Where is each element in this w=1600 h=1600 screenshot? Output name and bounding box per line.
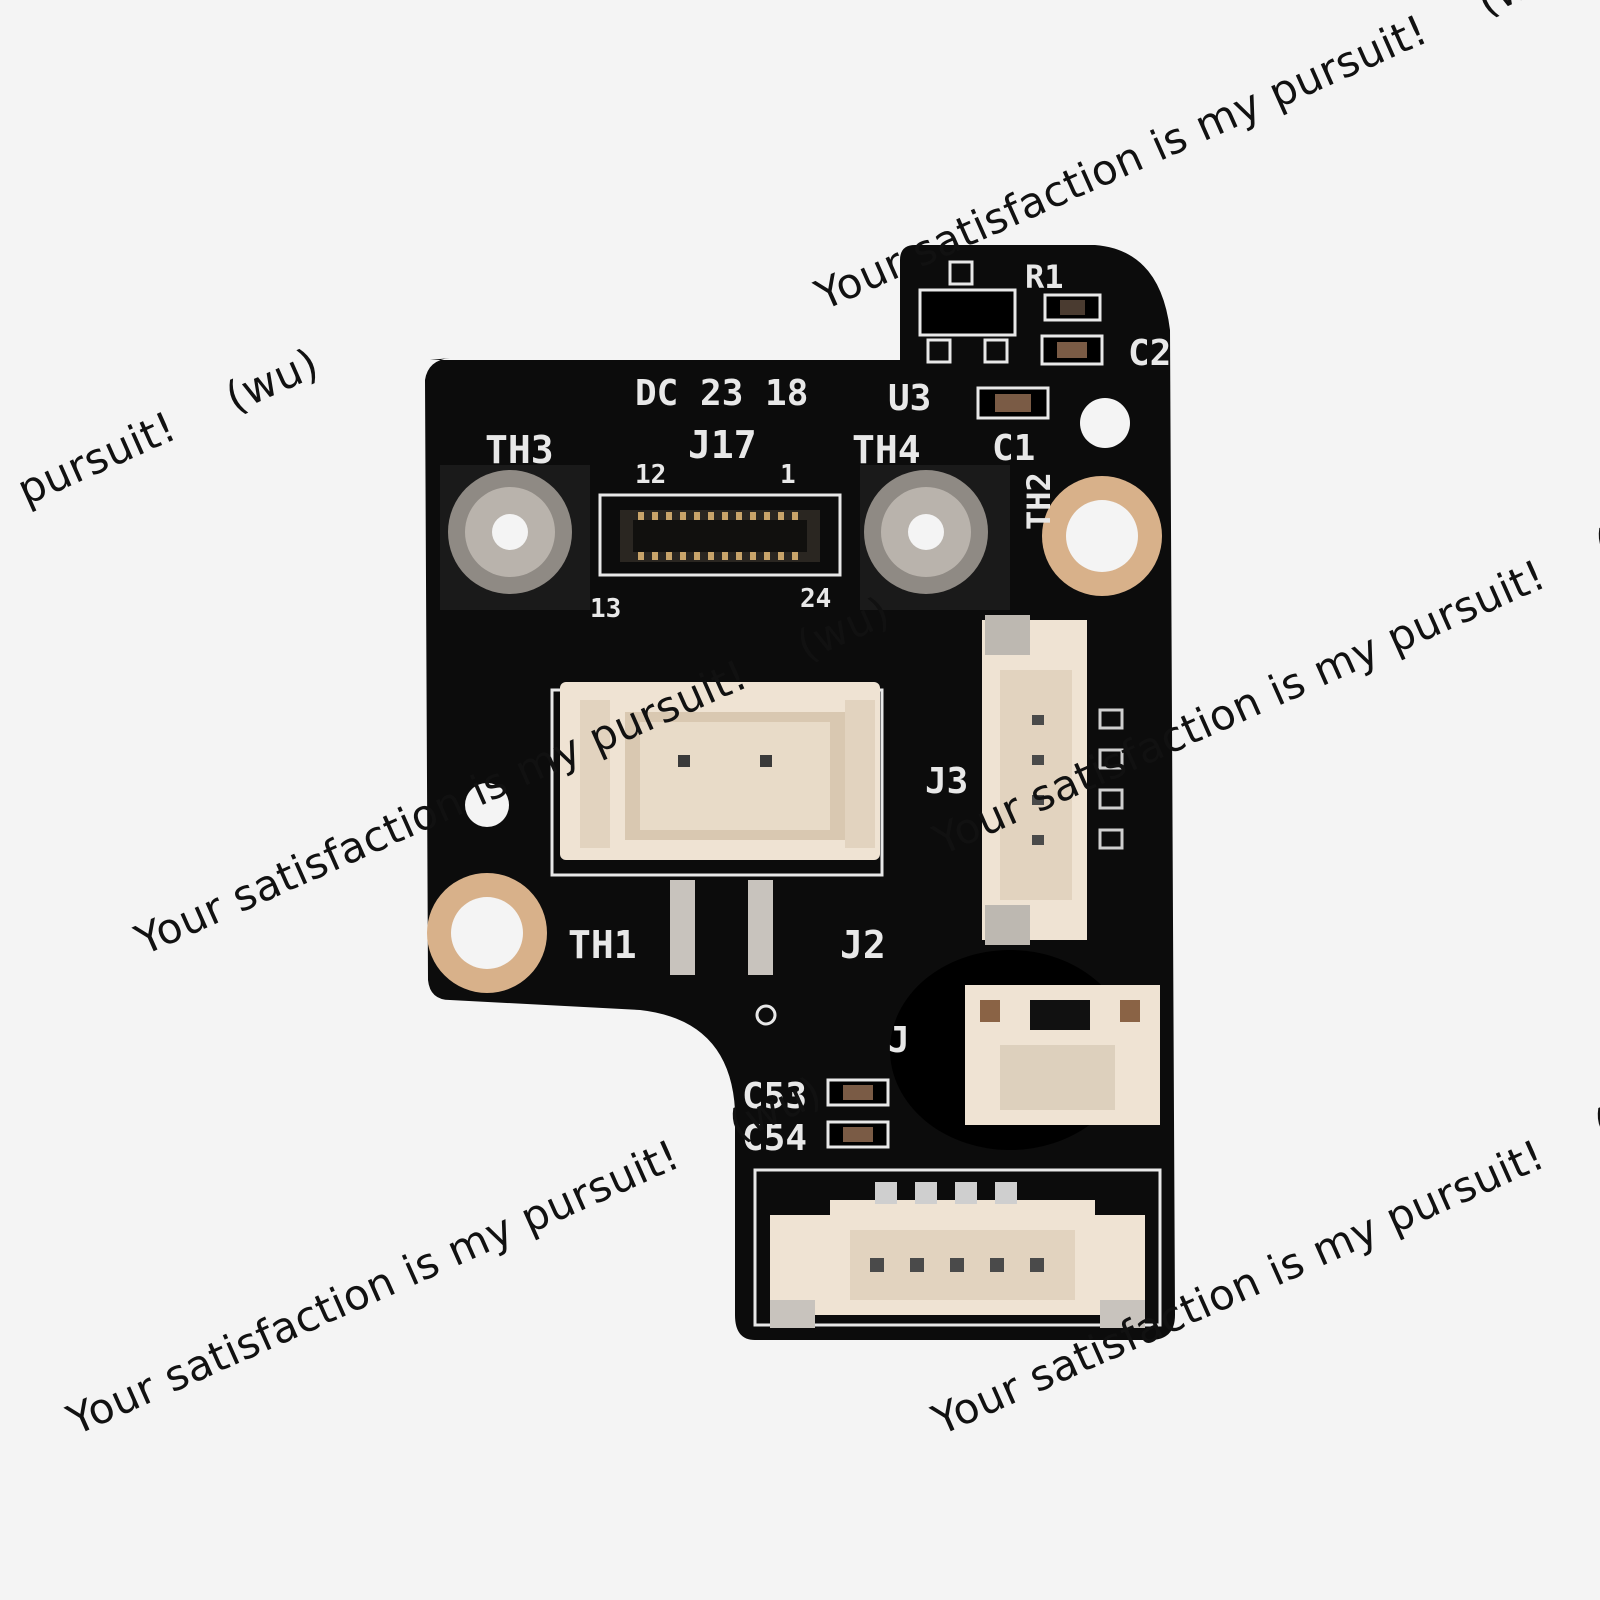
connector-bottom-5pin — [753, 1168, 1162, 1328]
component-r1 — [1043, 293, 1102, 322]
silk-j-small: J — [888, 1020, 910, 1061]
silk-th2: TH2 — [1020, 472, 1058, 530]
standoff-th4 — [860, 465, 1010, 610]
silk-j2: J2 — [840, 923, 886, 967]
via-marker — [755, 1004, 777, 1026]
silk-u3: U3 — [888, 378, 931, 419]
component-c2 — [1040, 334, 1104, 366]
connector-j2 — [550, 682, 884, 975]
component-u3 — [918, 260, 1017, 364]
connector-j3 — [982, 615, 1124, 945]
silk-date-code: DC 23 18 — [635, 373, 808, 414]
silk-c1: C1 — [992, 428, 1035, 469]
mounting-hole-left — [427, 873, 547, 993]
standoff-th3 — [440, 465, 590, 610]
connector-j17 — [598, 493, 842, 577]
silk-c54: C54 — [742, 1118, 807, 1159]
silk-j17: J17 — [688, 423, 757, 467]
component-c53 — [826, 1078, 890, 1107]
silk-r1: R1 — [1025, 258, 1064, 296]
component-c54 — [826, 1120, 890, 1149]
mounting-hole-right — [1042, 476, 1162, 596]
connector-j-small — [890, 950, 1160, 1150]
hole-small-left — [465, 783, 509, 827]
silk-pin12: 12 — [635, 460, 666, 490]
silk-pin24: 24 — [800, 584, 831, 614]
hole-small-top — [1080, 398, 1130, 448]
silk-c2: C2 — [1128, 333, 1171, 374]
silk-c53: C53 — [742, 1076, 807, 1117]
silk-th1: TH1 — [568, 923, 637, 967]
silk-th3: TH3 — [485, 428, 554, 472]
silk-j3: J3 — [925, 761, 968, 802]
silk-pin1: 1 — [780, 460, 796, 490]
component-c1 — [976, 386, 1050, 420]
silk-pin13: 13 — [590, 594, 621, 624]
silk-th4: TH4 — [852, 428, 921, 472]
